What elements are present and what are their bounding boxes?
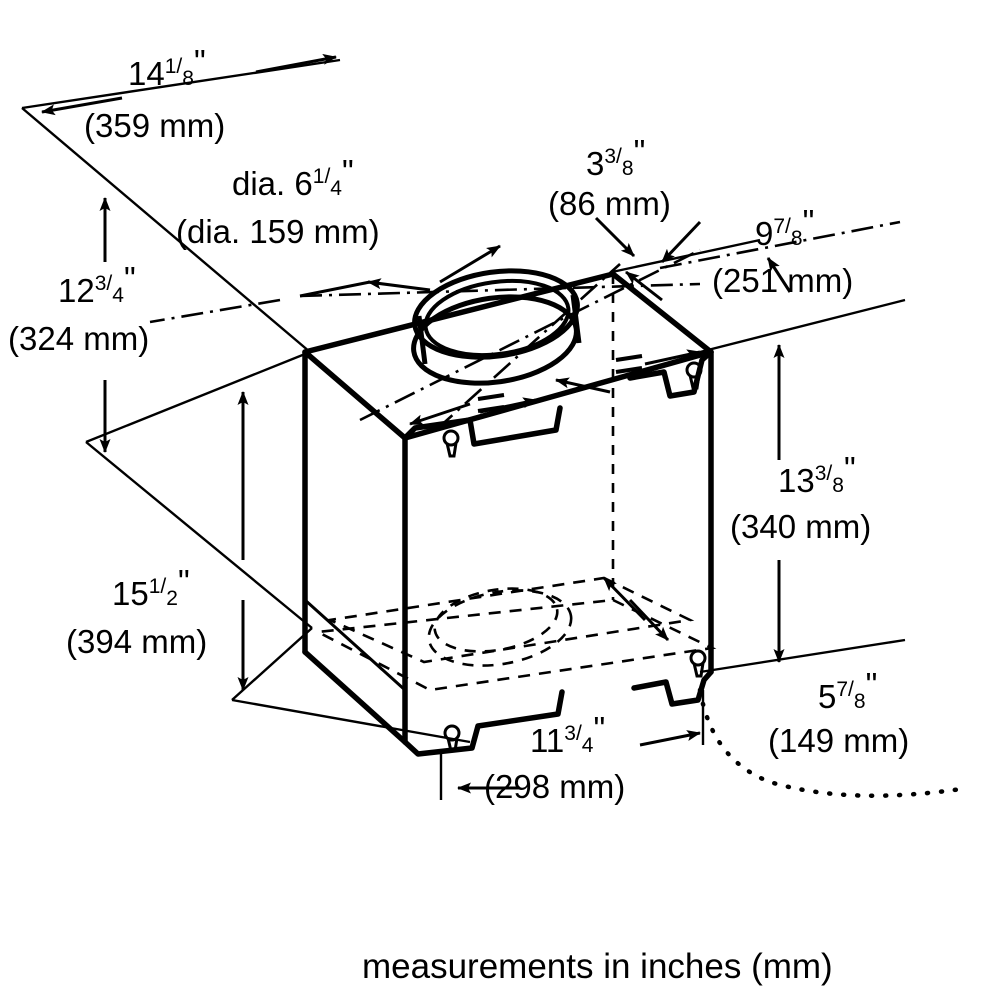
label-13-3-8-metric: (340 mm) (730, 508, 871, 545)
ext-line-right-bottom (699, 638, 906, 674)
dimension-11-3-4 (439, 690, 705, 800)
drawing-body: 141/8" (359 mm) dia. 61/4" (dia. 159 mm)… (8, 43, 971, 986)
flange-right-bottom (631, 669, 714, 707)
equality-mark-1a (615, 354, 643, 362)
dim-arrow-9-7-8-a (660, 220, 702, 264)
label-15-1-2: 151/2" (112, 563, 190, 612)
label-14-1-8: 141/8" (128, 43, 206, 92)
ext-line-top-left (21, 58, 341, 110)
duct-collar-mouth-ellipse (423, 278, 571, 358)
label-3-3-8: 33/8" (586, 133, 645, 182)
flange-front-bottom-left (402, 689, 565, 757)
ext-line-bottom-left-2 (231, 698, 471, 744)
dim-arrow-9-7-8-b (766, 257, 792, 293)
dim-arrow-interior-b (628, 598, 670, 642)
hidden-blower-opening-inner (433, 587, 559, 653)
label-5-7-8-metric: (149 mm) (768, 722, 909, 759)
leader-dotted-5-7-8 (697, 687, 971, 798)
dim-leader-dia (299, 280, 371, 298)
mounting-flanges (402, 349, 714, 757)
equality-mark-1b (615, 366, 643, 374)
duct-collar-top-ellipse (412, 268, 580, 360)
label-11-3-4: 113/4" (530, 710, 605, 759)
hidden-floor-inner (325, 576, 695, 664)
box-outline (302, 271, 714, 745)
keyhole-slot-upper-right (685, 361, 703, 390)
label-duct-dia-metric: (dia. 159 mm) (176, 213, 380, 250)
dim-arrow-14-1-8-left (41, 96, 123, 116)
label-9-7-8: 97/8" (755, 203, 814, 252)
centerline-left (149, 298, 281, 324)
ext-line-rear-top (21, 107, 311, 353)
box-left-shelf-line (303, 598, 407, 692)
keyhole-slot-upper-front (442, 429, 460, 458)
centerline-duct-a (299, 282, 701, 298)
dim-arrow-14-1-8-right (255, 53, 337, 74)
leader-arrow-top-right (644, 349, 701, 366)
dimension-14-1-8 (41, 53, 337, 116)
hidden-lines (313, 274, 717, 692)
flange-right-upper (627, 349, 714, 399)
keyhole-slot-lower-front (443, 724, 461, 753)
box-bottom-left-edge (302, 649, 408, 745)
label-3-3-8-metric: (86 mm) (548, 185, 671, 222)
equality-mark-2a (477, 393, 505, 401)
dim-arrow-3-3-8-a (594, 216, 636, 258)
dim-arrow-dia-right (439, 244, 501, 284)
centerline-duct-b (359, 248, 701, 422)
keyhole-slot-lower-right (689, 649, 707, 678)
label-12-3-4-metric: (324 mm) (8, 320, 149, 357)
dimension-3-3-8 (594, 216, 663, 302)
flange-front-upper-left (402, 405, 563, 447)
hidden-floor-outline (313, 598, 717, 692)
extension-lines (21, 58, 906, 744)
label-duct-dia: dia. 61/4" (232, 153, 354, 202)
label-12-3-4: 123/4" (58, 260, 136, 309)
ext-line-mid-left (85, 350, 311, 444)
keyhole-slots (442, 361, 707, 753)
center-lines (149, 220, 901, 431)
leader-arrow-top-left (409, 402, 471, 426)
label-11-3-4-metric: (298 mm) (484, 768, 625, 805)
label-14-1-8-metric: (359 mm) (84, 107, 225, 144)
hidden-blower-opening-outer (427, 589, 573, 667)
dim-arrow-dia-left (367, 278, 431, 292)
label-13-3-8: 133/8" (778, 450, 856, 499)
ext-line-right-top (699, 298, 906, 354)
ext-line-mid-left-2 (85, 441, 313, 629)
duct-collar (411, 268, 582, 386)
centerline-top-right (659, 220, 901, 270)
label-9-7-8-metric: (251 mm) (712, 262, 853, 299)
label-15-1-2-metric: (394 mm) (66, 623, 207, 660)
dim-arrow-11-3-4-right (639, 730, 701, 747)
dimension-duct-diameter (299, 244, 501, 298)
label-5-7-8: 57/8" (818, 666, 877, 715)
units-footnote: measurements in inches (mm) (362, 947, 833, 986)
dim-arrow-3-3-8-b (625, 270, 663, 302)
dimension-9-7-8 (660, 220, 792, 293)
